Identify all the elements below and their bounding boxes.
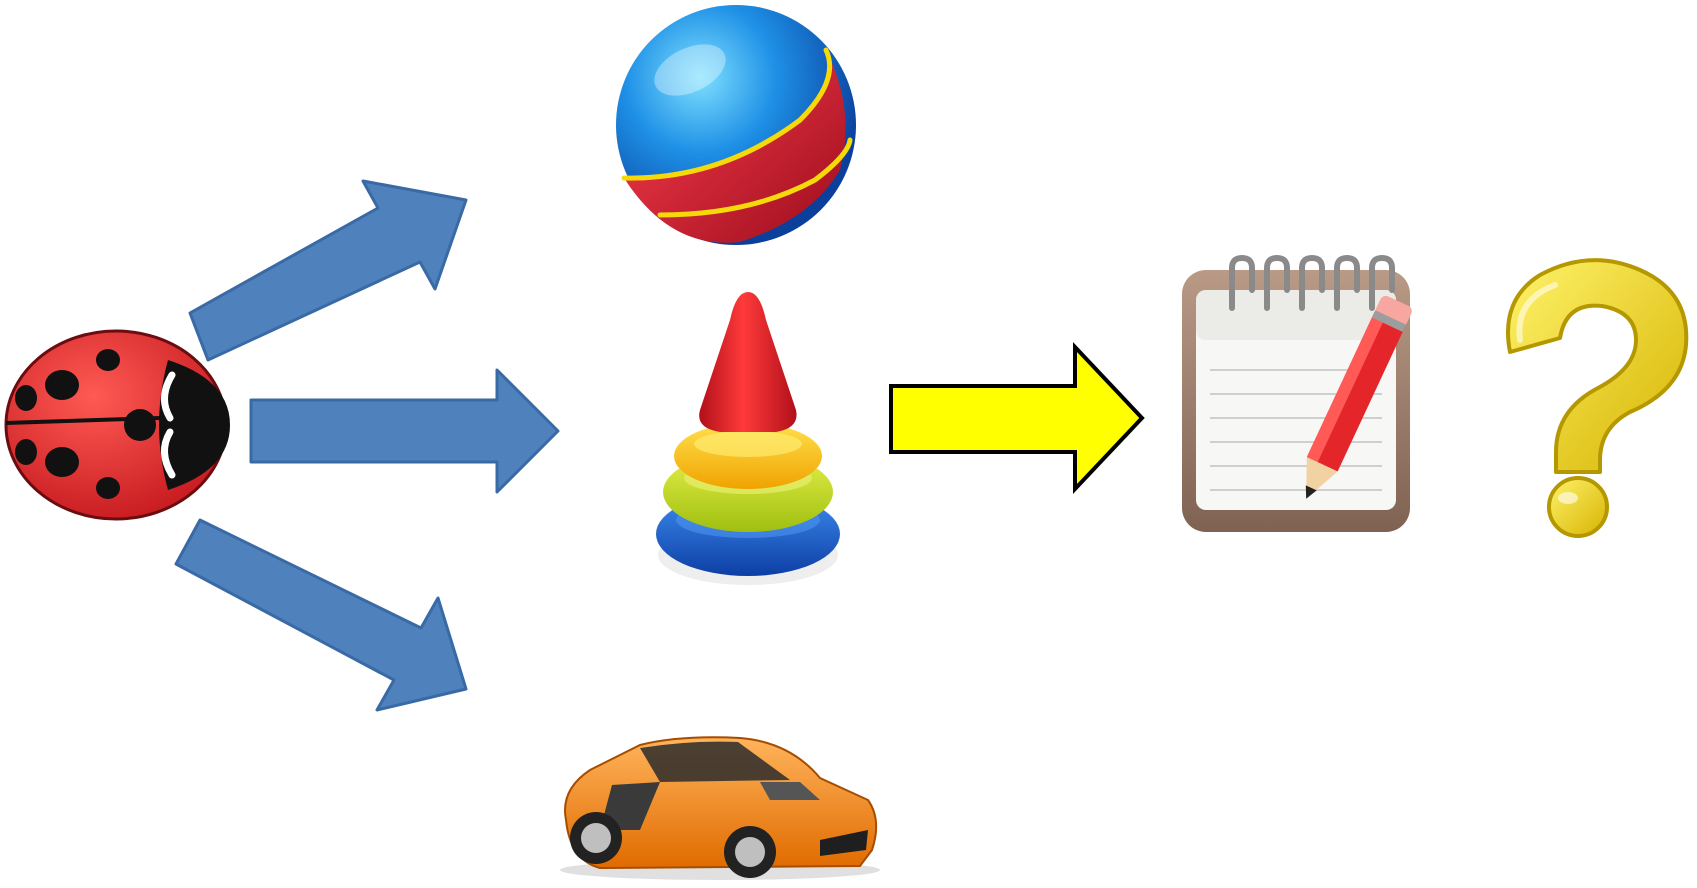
stacking-pyramid-icon bbox=[656, 292, 840, 585]
ladybug-icon bbox=[4, 329, 230, 521]
toy-car-icon bbox=[560, 736, 880, 880]
question-mark-icon bbox=[1506, 258, 1689, 538]
arrow-to-ball bbox=[188, 179, 468, 362]
arrow-to-pyramid bbox=[249, 368, 560, 494]
notepad-pencil-icon bbox=[1182, 254, 1412, 532]
ball-icon bbox=[616, 5, 856, 245]
arrow-to-notepad bbox=[889, 341, 1145, 495]
arrow-to-car bbox=[174, 518, 468, 712]
